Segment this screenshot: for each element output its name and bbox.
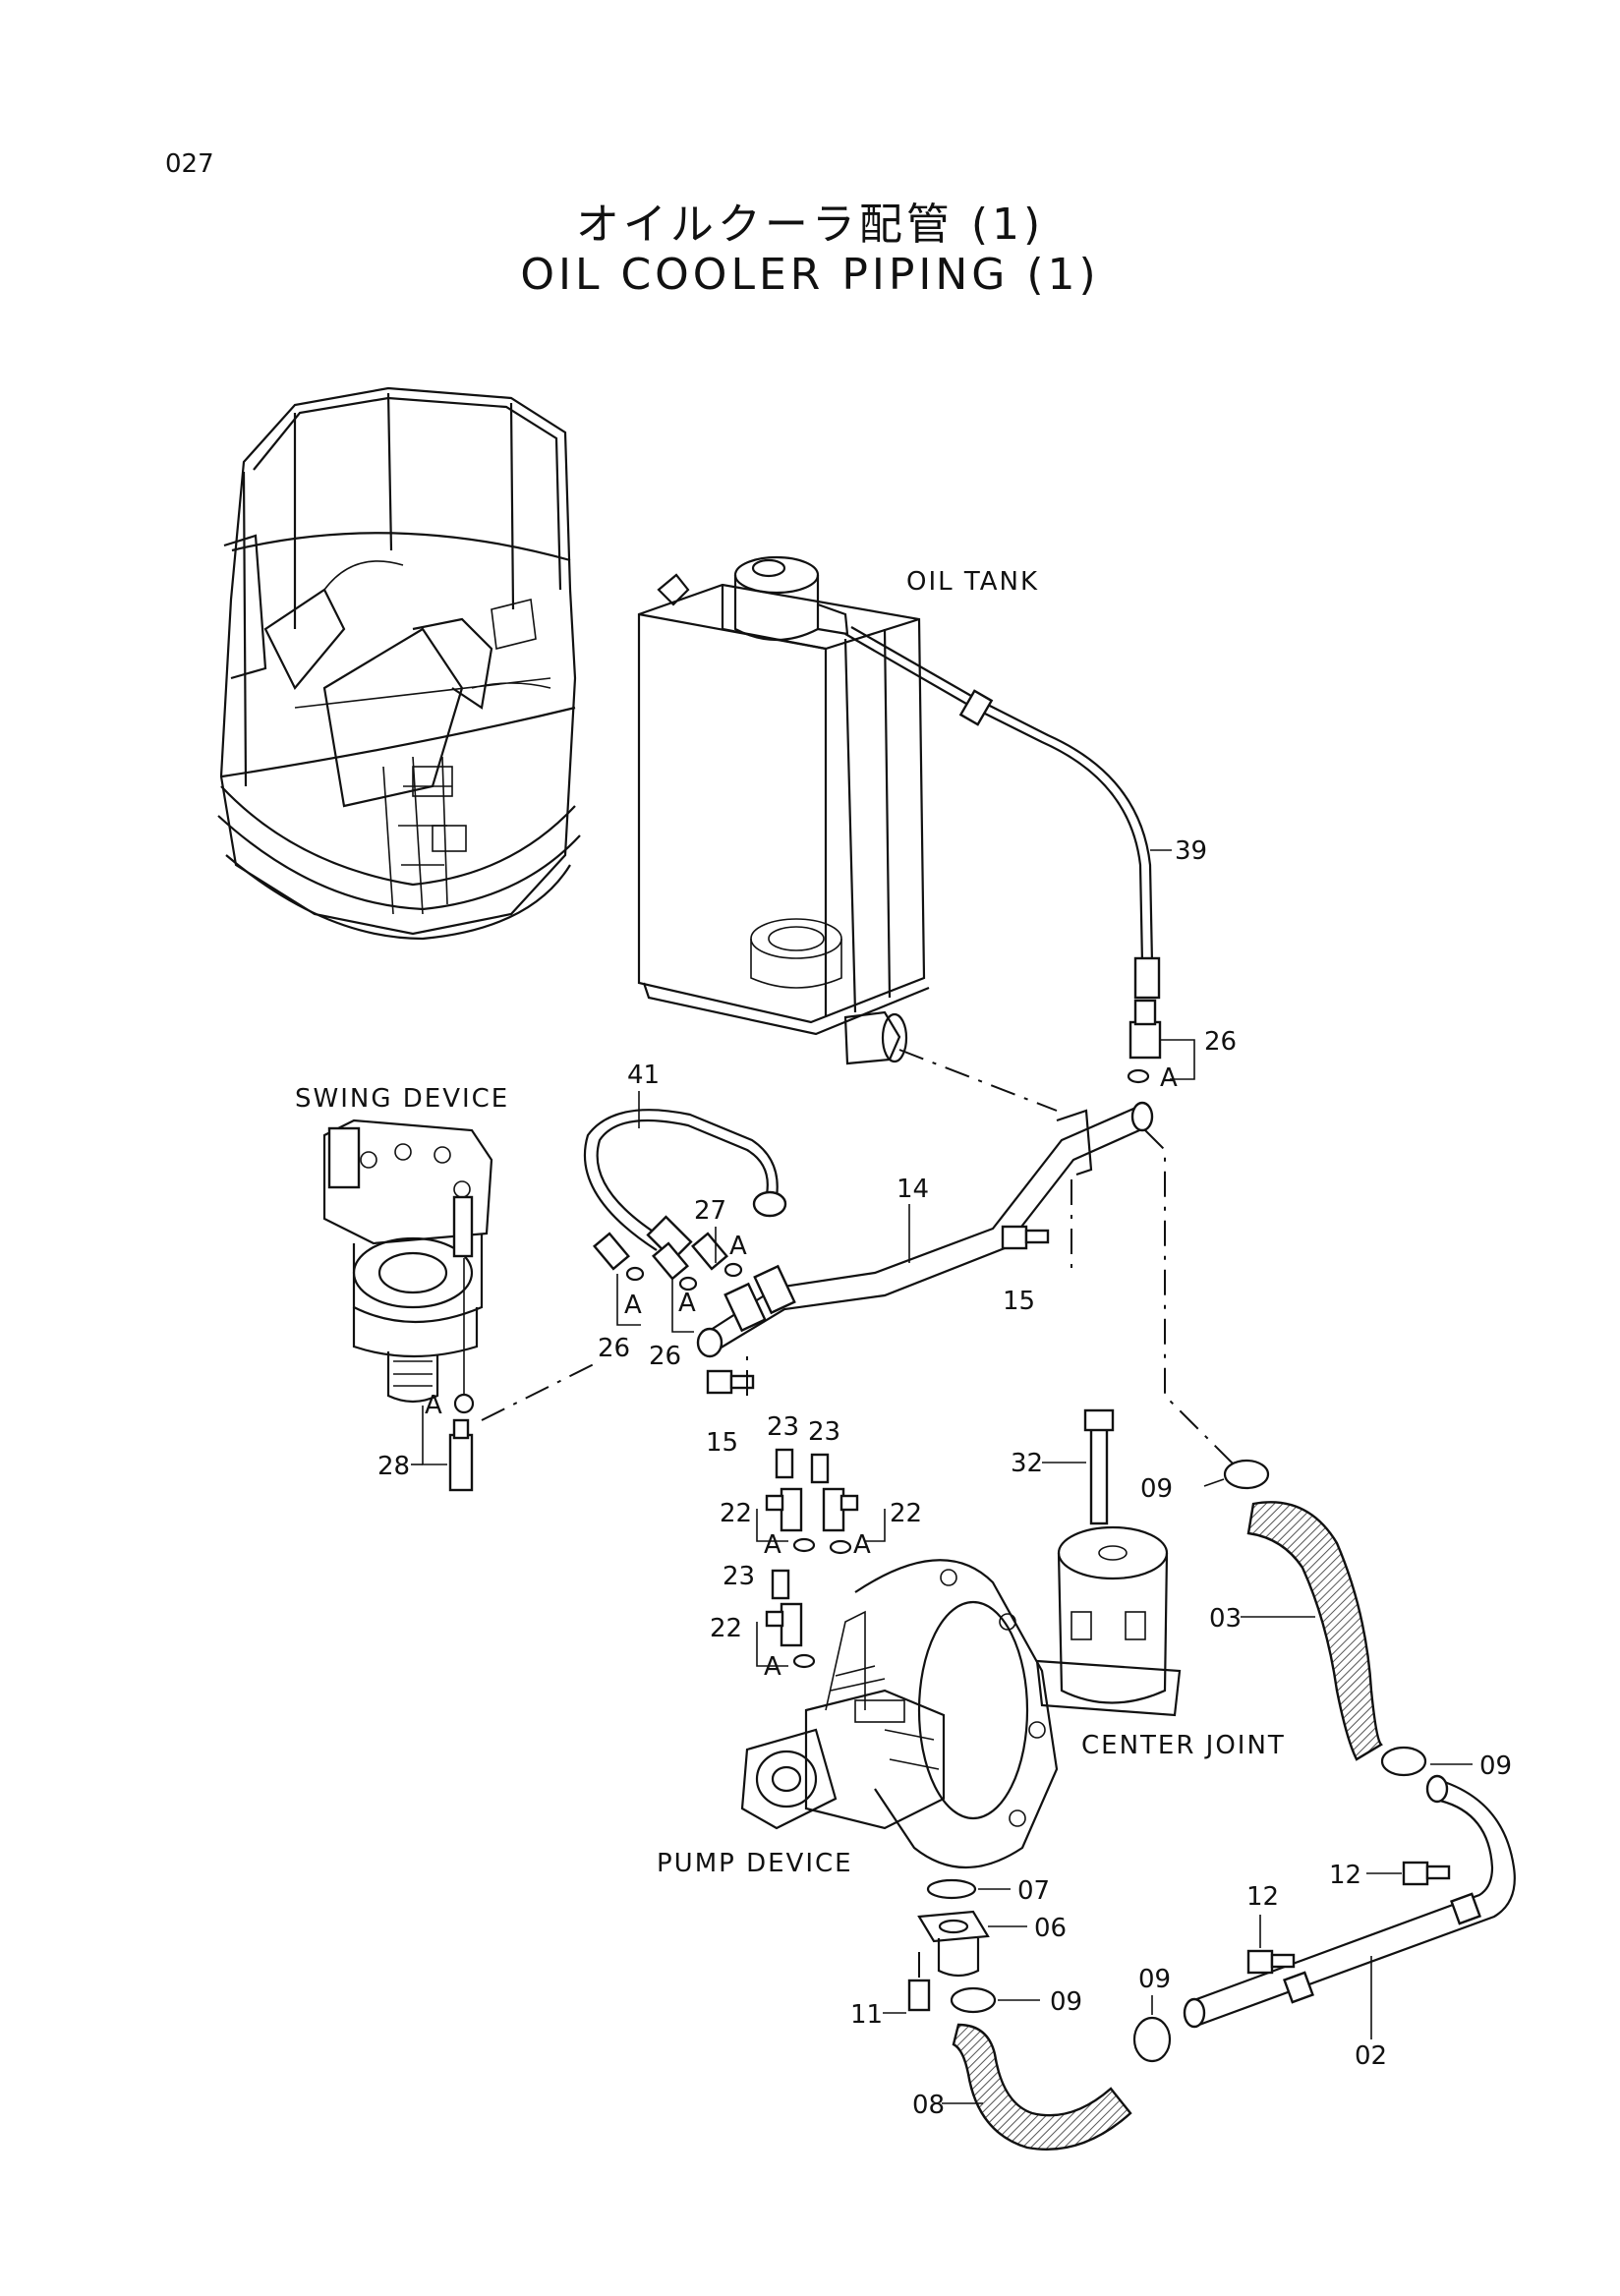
callout-03: 03 bbox=[1209, 1604, 1242, 1634]
callout-09-top: 09 bbox=[1140, 1474, 1173, 1504]
callout-23-a: 23 bbox=[767, 1412, 799, 1442]
callout-26-right: 26 bbox=[649, 1342, 681, 1371]
clamp-09-lower: 09 bbox=[1132, 1965, 1172, 2063]
callout-39: 39 bbox=[1175, 836, 1207, 866]
callout-22-right: 22 bbox=[890, 1499, 922, 1528]
oil-tank-illustration: OIL TANK bbox=[637, 555, 1039, 1065]
center-joint-illustration: 32 CENTER JOINT bbox=[1011, 1408, 1286, 1760]
fitting-26-upper: 26 A bbox=[1127, 999, 1237, 1093]
callout-06: 06 bbox=[1034, 1914, 1067, 1943]
bolts-12: 12 12 bbox=[1246, 1861, 1451, 1975]
callout-28: 28 bbox=[377, 1452, 410, 1481]
hose-03: 09 03 09 bbox=[1140, 1459, 1512, 1781]
callout-22-lower: 22 bbox=[710, 1614, 742, 1643]
callout-09-lower: 09 bbox=[1138, 1965, 1171, 1994]
callout-23-b: 23 bbox=[808, 1417, 840, 1447]
oring-marker-26b: A bbox=[678, 1289, 696, 1318]
callout-07: 07 bbox=[1017, 1876, 1050, 1906]
oring-marker-27: A bbox=[729, 1232, 747, 1261]
callout-22-left: 22 bbox=[720, 1499, 752, 1528]
callout-15-left: 15 bbox=[706, 1428, 738, 1458]
bolts-15: 15 15 bbox=[706, 1225, 1050, 1458]
oring-marker-upper: A bbox=[1160, 1063, 1178, 1093]
oring-marker-22a: A bbox=[764, 1530, 781, 1560]
oring-marker-22b: A bbox=[853, 1530, 871, 1560]
pipe-02: 02 bbox=[1183, 1774, 1516, 2071]
fittings-27-26: 27 A A 26 A 26 bbox=[593, 1196, 747, 1371]
oring-marker-swing: A bbox=[425, 1391, 442, 1420]
swing-device-label: SWING DEVICE bbox=[295, 1084, 509, 1114]
callout-12-right: 12 bbox=[1329, 1861, 1361, 1890]
page-title-english: OIL COOLER PIPING (1) bbox=[520, 250, 1100, 300]
callout-23-c: 23 bbox=[723, 1562, 755, 1591]
callout-12-left: 12 bbox=[1246, 1882, 1279, 1912]
callout-41: 41 bbox=[627, 1061, 660, 1090]
page-number: 027 bbox=[165, 149, 214, 179]
pipe-39: 39 bbox=[844, 626, 1207, 1000]
callout-26-upper: 26 bbox=[1204, 1027, 1237, 1057]
callout-14: 14 bbox=[897, 1175, 929, 1204]
callout-02: 02 bbox=[1355, 2041, 1387, 2071]
callout-09-right: 09 bbox=[1479, 1751, 1512, 1781]
center-joint-label: CENTER JOINT bbox=[1081, 1731, 1286, 1760]
pump-device-label: PUMP DEVICE bbox=[657, 1849, 853, 1878]
callout-15-right: 15 bbox=[1003, 1287, 1035, 1316]
callout-26-left: 26 bbox=[598, 1334, 630, 1363]
pipe-14: 14 bbox=[696, 1101, 1154, 1358]
swing-device-illustration: SWING DEVICE A bbox=[295, 1084, 509, 1420]
fittings-22-23: 23 23 22 A 22 A 23 22 A bbox=[710, 1412, 922, 1682]
page-title-japanese: オイルクーラ配管 (1) bbox=[575, 200, 1045, 250]
pump-outlet-parts: 07 06 11 09 08 bbox=[850, 1876, 1132, 2152]
excavator-cab-illustration bbox=[217, 386, 581, 941]
callout-09-pump: 09 bbox=[1050, 1987, 1082, 2017]
callout-11: 11 bbox=[850, 2000, 883, 2030]
callout-08: 08 bbox=[912, 2091, 945, 2120]
oring-marker-26a: A bbox=[624, 1291, 642, 1320]
callout-27: 27 bbox=[694, 1196, 726, 1226]
callout-32: 32 bbox=[1011, 1449, 1043, 1478]
fitting-28: 28 bbox=[377, 1360, 601, 1492]
oring-marker-22c: A bbox=[764, 1652, 781, 1682]
oil-tank-label: OIL TANK bbox=[906, 567, 1039, 597]
hose-41: 41 bbox=[583, 1061, 787, 1262]
pump-device-illustration: PUMP DEVICE bbox=[657, 1559, 1059, 1878]
